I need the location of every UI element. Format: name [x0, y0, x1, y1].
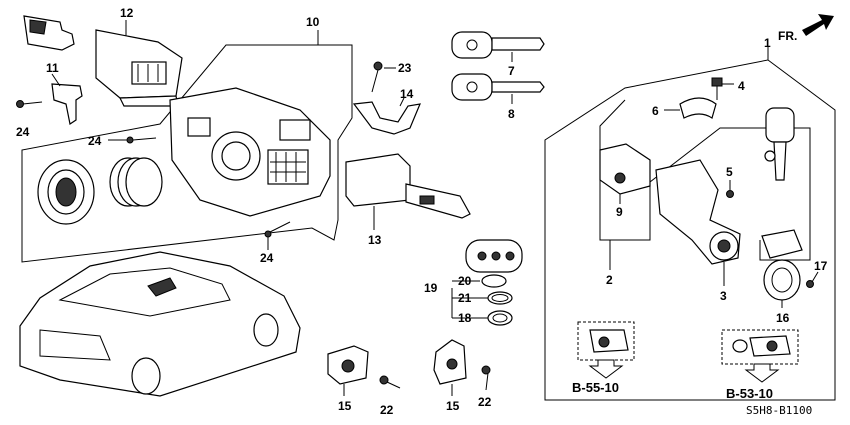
switch-body-10	[169, 87, 331, 217]
front-direction-arrow	[802, 14, 834, 36]
combination-switch-12	[23, 15, 183, 107]
callout-11: 11	[46, 61, 59, 75]
callout-3: 3	[720, 289, 727, 303]
callout-21: 21	[458, 291, 472, 305]
callout-1: 1	[764, 36, 771, 50]
spiral-cable	[37, 159, 95, 225]
diagram-code: S5H8-B1100	[746, 404, 812, 417]
ring-21	[487, 291, 513, 305]
ref-label-right: B-53-10	[726, 386, 773, 401]
callout-23: 23	[398, 61, 412, 75]
callout-19: 19	[424, 281, 438, 295]
callout-14: 14	[400, 87, 414, 101]
screw-24-bottom	[264, 221, 291, 238]
battery-20	[481, 274, 507, 288]
lock-cylinder-15-right	[433, 339, 467, 385]
ring-16	[761, 229, 803, 301]
screw-23	[371, 61, 383, 93]
screw-5	[726, 180, 734, 198]
callout-6: 6	[652, 104, 659, 118]
bracket-14	[352, 101, 421, 135]
key-8	[451, 73, 545, 101]
screw-17	[806, 280, 814, 288]
callout-2: 2	[606, 273, 613, 287]
coil-rings	[109, 157, 163, 207]
screw-22-right	[481, 365, 491, 391]
reference-box-left	[577, 321, 635, 379]
clamp-6	[679, 97, 717, 119]
callout-24-left: 24	[16, 125, 30, 139]
callout-10: 10	[306, 15, 320, 29]
screw-24-left	[16, 100, 43, 108]
screw-24-mid	[126, 136, 157, 144]
callout-20: 20	[458, 274, 472, 288]
callout-17: 17	[814, 259, 828, 273]
callout-7: 7	[508, 64, 515, 78]
key-7	[451, 31, 545, 59]
callout-18: 18	[458, 311, 472, 325]
lock-cylinder-15-left	[327, 345, 369, 385]
ignition-switch-9	[599, 143, 651, 195]
leader-17	[811, 271, 819, 283]
callout-5: 5	[726, 165, 733, 179]
leader-14	[399, 97, 405, 107]
callout-16: 16	[776, 311, 790, 325]
group-outline-10	[21, 30, 353, 263]
callout-4: 4	[738, 79, 745, 93]
key-fob-cover	[465, 239, 523, 273]
ignition-key	[764, 107, 795, 181]
callout-12: 12	[120, 6, 134, 20]
callout-9: 9	[616, 205, 623, 219]
callout-15-left: 15	[338, 399, 352, 413]
callout-24-bottom: 24	[260, 251, 274, 265]
bracket-11	[51, 83, 83, 125]
ref-label-left: B-55-10	[572, 380, 619, 395]
callout-22-left: 22	[380, 403, 394, 417]
screw-22-left	[379, 375, 401, 389]
callout-8: 8	[508, 107, 515, 121]
leader-11	[51, 73, 61, 87]
callout-24-mid: 24	[88, 134, 102, 148]
steering-lock-3	[655, 159, 741, 265]
callout-13: 13	[368, 233, 382, 247]
car-outline	[19, 251, 301, 397]
bolt-4	[711, 77, 723, 100]
reference-box-right	[721, 329, 799, 383]
direction-label: FR.	[778, 29, 797, 43]
wiper-switch-13	[345, 153, 471, 219]
callout-15-right: 15	[446, 399, 460, 413]
ring-18	[487, 310, 513, 326]
callout-22-right: 22	[478, 395, 492, 409]
